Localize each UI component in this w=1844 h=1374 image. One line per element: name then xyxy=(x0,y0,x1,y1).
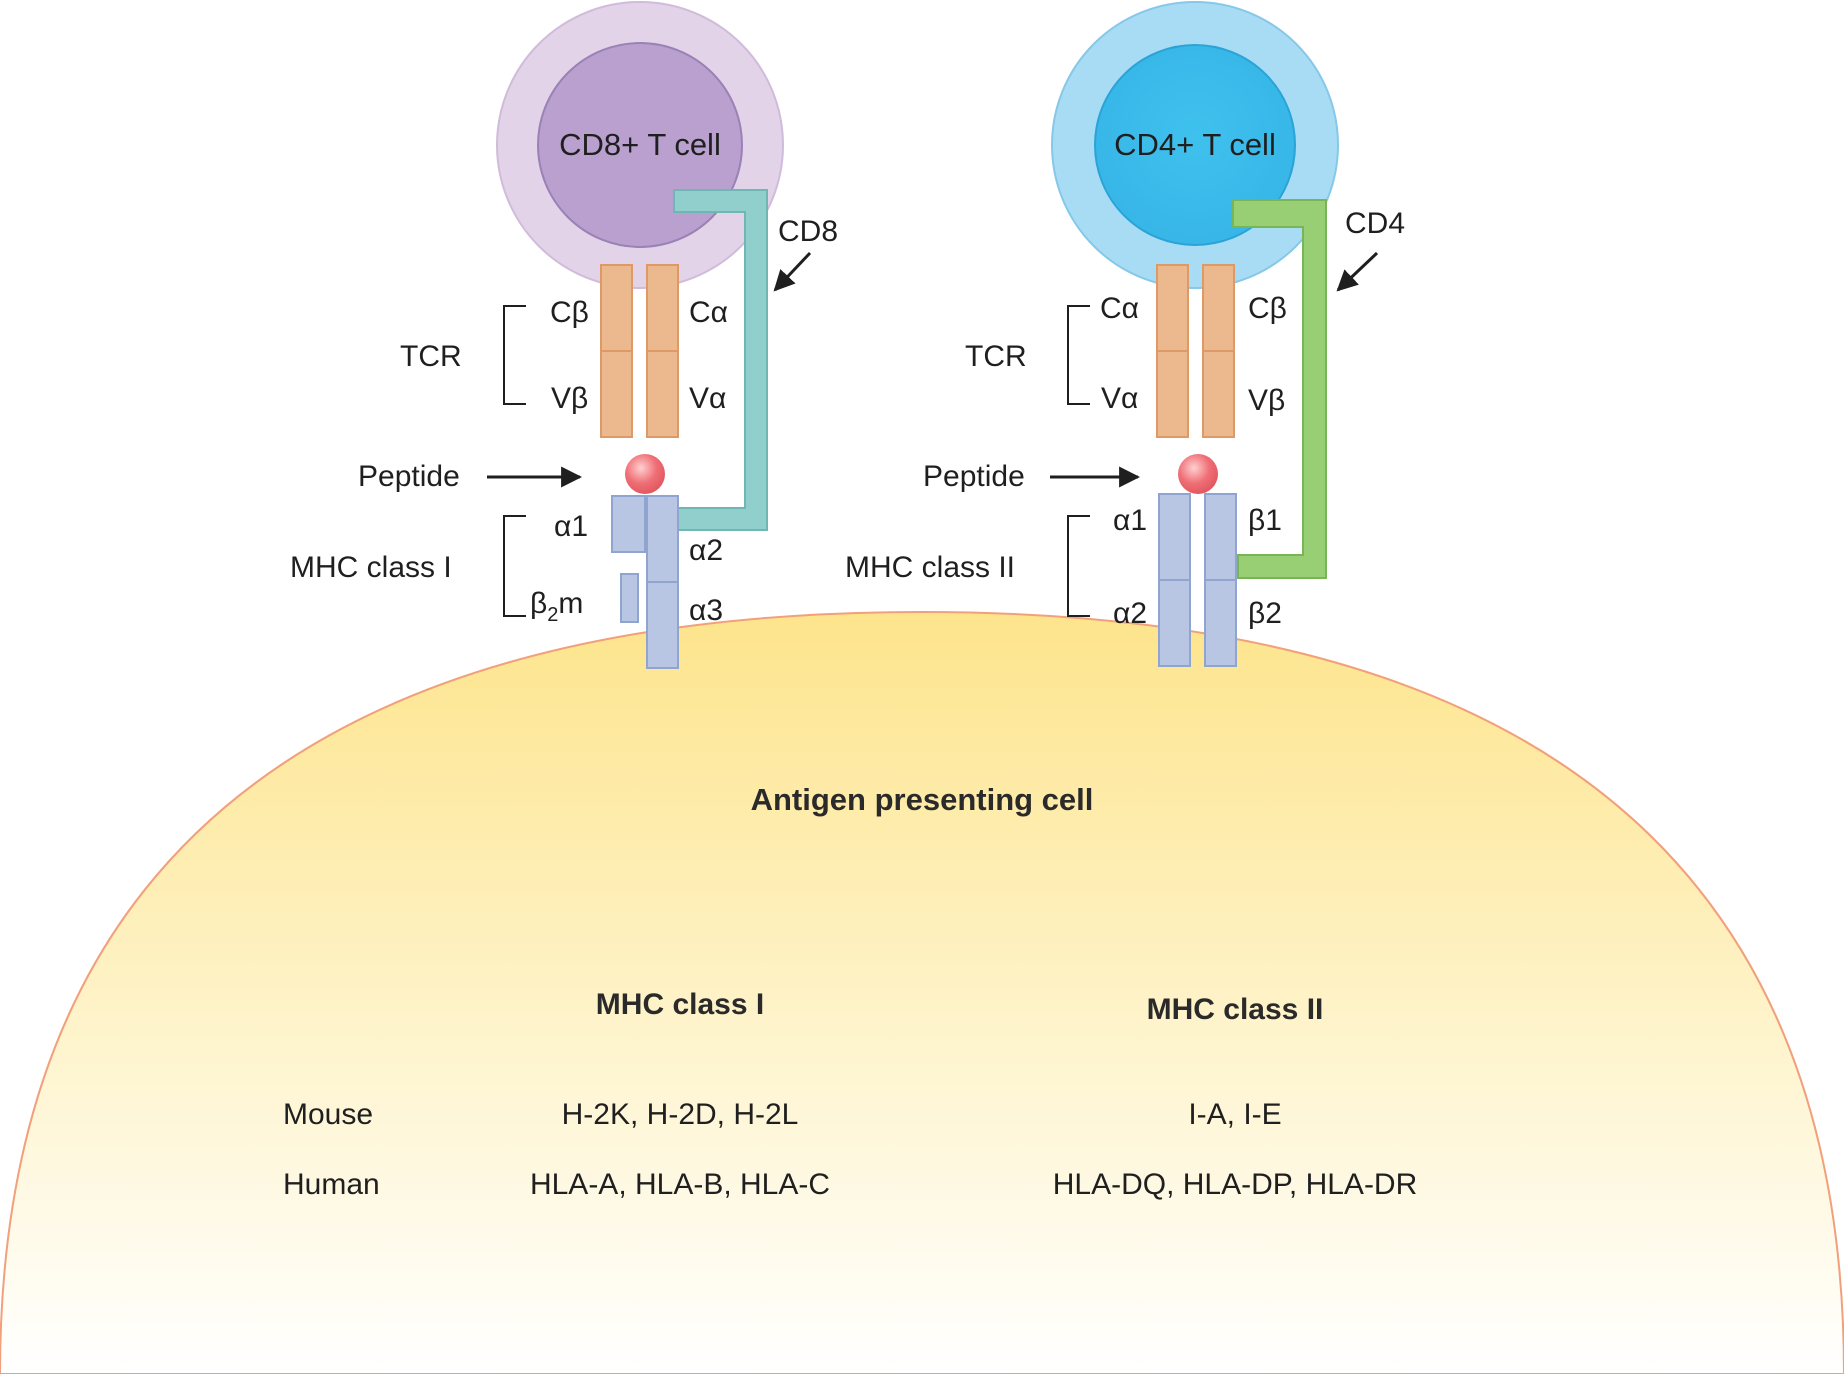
mhc-ii-alpha2-label: α2 xyxy=(1113,597,1147,630)
table-row-human-class-ii: HLA-DQ, HLA-DP, HLA-DR xyxy=(1053,1168,1418,1201)
antigen-presenting-cell-body xyxy=(0,610,1844,1374)
tcr-c-alpha-label: Cα xyxy=(1100,292,1139,325)
peptide xyxy=(625,454,665,494)
peptide xyxy=(1178,454,1218,494)
tcr-v-alpha-label: Vα xyxy=(689,382,726,415)
mhc-class-i-label: MHC class I xyxy=(290,551,452,584)
table-header-class-i: MHC class I xyxy=(596,988,764,1021)
cd8-arrow xyxy=(773,251,812,292)
apc-label: Antigen presenting cell xyxy=(751,782,1094,817)
table-row-human-class-i: HLA-A, HLA-B, HLA-C xyxy=(530,1168,830,1201)
cd4-t-cell-inner xyxy=(1094,44,1296,246)
cd8-coreceptor-label: CD8 xyxy=(778,215,838,248)
tcr-v-alpha-label: Vα xyxy=(1101,382,1138,415)
mhc-ii-alpha1-label: α1 xyxy=(1113,504,1147,537)
mhc-ii-beta2-label: β2 xyxy=(1248,597,1282,630)
mhc-i-beta2m-label: β2m xyxy=(530,587,583,626)
tcr-c-beta-label: Cβ xyxy=(550,296,589,329)
tcr-v-beta-label: Vβ xyxy=(1248,384,1285,417)
table-row-mouse-species: Mouse xyxy=(283,1098,373,1131)
mhc-class-ii-label: MHC class II xyxy=(845,551,1015,584)
tcr-label: TCR xyxy=(965,340,1027,373)
mhc-i-alpha3-label: α3 xyxy=(689,594,723,627)
cd4-arrow xyxy=(1336,251,1379,292)
cd8-t-cell-label: CD8+ T cell xyxy=(559,127,721,162)
table-row-mouse-class-i: H-2K, H-2D, H-2L xyxy=(562,1098,799,1131)
cd4-coreceptor-label: CD4 xyxy=(1345,207,1405,240)
tcr-c-alpha-label: Cα xyxy=(689,296,728,329)
mhc-i-alpha2-label: α2 xyxy=(689,534,723,567)
mhc-ii-bracket xyxy=(1067,515,1090,617)
mhc-ii-beta1-label: β1 xyxy=(1248,504,1282,537)
mhc-i-bracket xyxy=(503,515,526,617)
table-row-mouse-class-ii: I-A, I-E xyxy=(1188,1098,1281,1131)
cd4-t-cell-label: CD4+ T cell xyxy=(1114,127,1276,162)
tcr-c-beta-label: Cβ xyxy=(1248,292,1287,325)
right-panel-mhc-class-ii: CD4+ T cell CD4 Cα Vα Cβ Vβ TCR Peptide … xyxy=(845,1,1405,667)
table-row-human-species: Human xyxy=(283,1168,380,1201)
mhc-i-beta2m-domain xyxy=(620,573,639,623)
mhc-i-alpha1-label: α1 xyxy=(554,510,588,543)
peptide-label: Peptide xyxy=(358,460,460,493)
tcr-label: TCR xyxy=(400,340,462,373)
cd4-coreceptor xyxy=(1232,199,1327,579)
mhc-i-alpha1-domain xyxy=(611,495,646,553)
tcr-bracket xyxy=(503,305,526,405)
tcr-v-beta-label: Vβ xyxy=(551,382,588,415)
table-header-class-ii: MHC class II xyxy=(1147,993,1324,1026)
mhc-nomenclature-table: MHC class I MHC class II Mouse H-2K, H-2… xyxy=(283,988,1417,1201)
left-panel-mhc-class-i: CD8+ T cell CD8 Cβ Vβ Cα Vα TCR Peptide … xyxy=(290,1,838,669)
tcr-bracket xyxy=(1067,305,1090,405)
peptide-label: Peptide xyxy=(923,460,1025,493)
